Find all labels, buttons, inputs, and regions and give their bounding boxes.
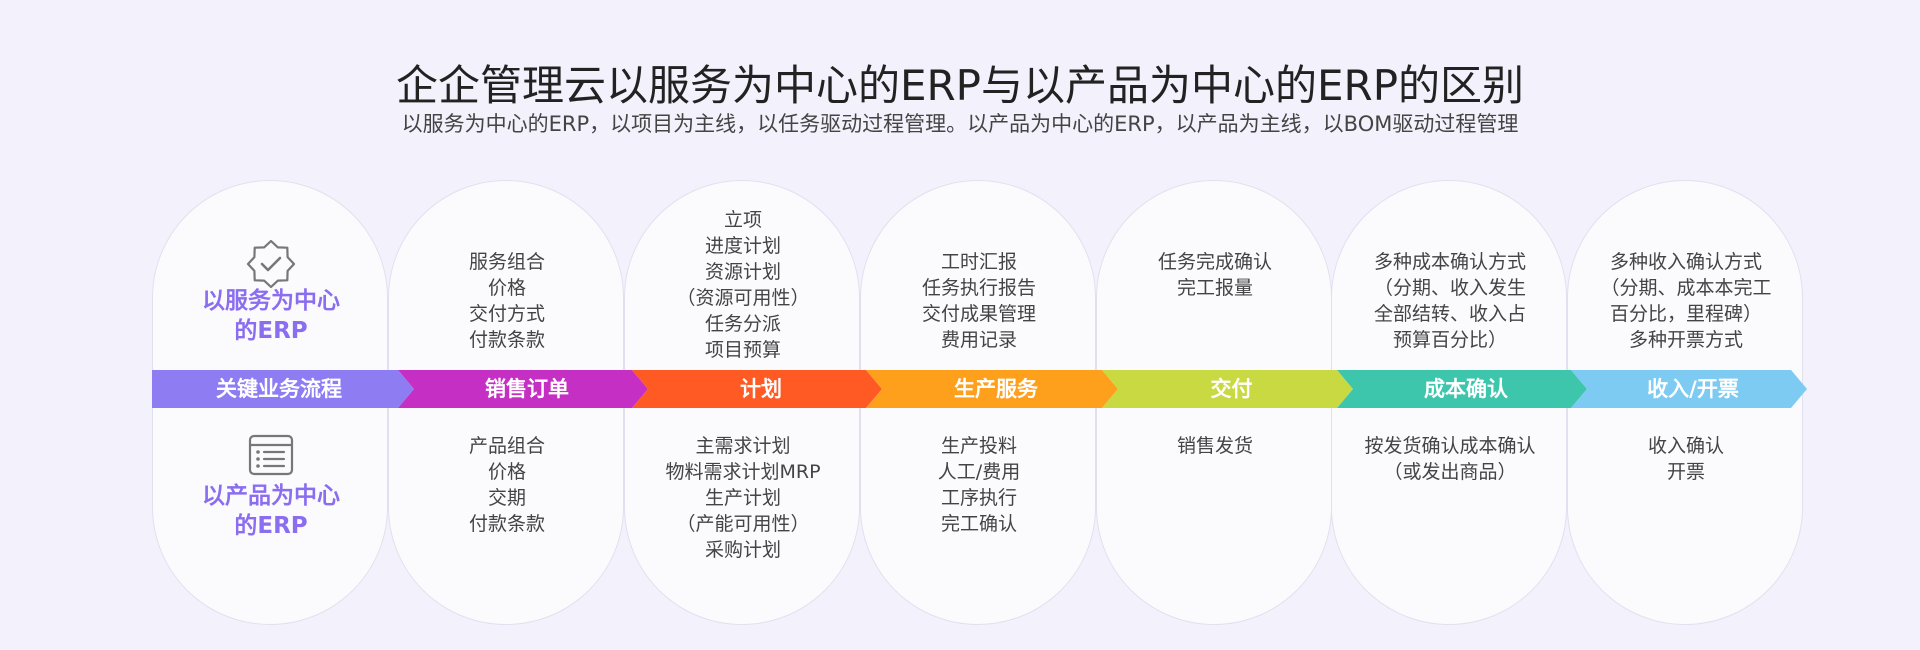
detail-line: 交期 <box>487 487 526 509</box>
badge-check-icon <box>246 239 296 289</box>
detail-line: 工序执行 <box>940 487 1017 509</box>
process-stage-label: 计划 <box>740 377 782 401</box>
detail-line: 人工/费用 <box>937 461 1021 483</box>
page-title: 企企管理云以服务为中心的ERP与以产品为中心的ERP的区别 <box>395 61 1525 110</box>
detail-line: 全部结转、收入占 <box>1373 303 1526 325</box>
product-step-details: 产品组合价格交期付款条款 <box>389 433 625 537</box>
process-stage-label: 收入/开票 <box>1647 377 1739 401</box>
process-arrow-segment <box>632 370 882 408</box>
process-arrow-segment <box>398 370 648 408</box>
detail-line: 任务分派 <box>704 313 781 335</box>
service-step-details: 任务完成确认完工报量 <box>1097 249 1333 301</box>
detail-line: （分期、收入发生 <box>1373 277 1526 299</box>
detail-line: 产品组合 <box>468 435 545 457</box>
detail-line: 完工报量 <box>1176 277 1253 299</box>
detail-line: 主需求计划 <box>695 435 791 457</box>
detail-line: 预算百分比） <box>1392 329 1507 351</box>
product-category-icon <box>244 428 298 486</box>
detail-line: 多种成本确认方式 <box>1373 251 1526 273</box>
detail-line: 进度计划 <box>704 235 781 257</box>
process-stage-label: 成本确认 <box>1424 377 1508 401</box>
product-step-details: 收入确认开票 <box>1568 433 1804 485</box>
detail-line: 销售发货 <box>1176 435 1253 457</box>
detail-line: 任务执行报告 <box>921 277 1036 299</box>
category-label-line: 的ERP <box>234 513 308 539</box>
detail-line: 多种开票方式 <box>1628 329 1743 351</box>
service-step-details: 多种成本确认方式 （分期、收入发生全部结转、收入占预算百分比） <box>1332 249 1568 353</box>
product-step-details: 生产投料人工/费用工序执行完工确认 <box>861 433 1097 537</box>
process-arrow-segment <box>1102 370 1353 408</box>
category-label-line: 以服务为中心 <box>202 288 340 314</box>
detail-line: 百分比，里程碑） <box>1609 303 1762 325</box>
process-arrow-segment <box>1571 370 1807 408</box>
page-subtitle: 以服务为中心的ERP，以项目为主线，以任务驱动过程管理。以产品为中心的ERP，以… <box>401 112 1519 136</box>
service-category-icon <box>244 237 298 295</box>
category-label-line: 以产品为中心 <box>202 483 340 509</box>
detail-line: 价格 <box>487 461 526 483</box>
process-stage-label: 交付 <box>1210 377 1253 401</box>
detail-line: 按发货确认成本确认 <box>1364 435 1536 457</box>
detail-line: 任务完成确认 <box>1157 251 1272 273</box>
detail-line: 采购计划 <box>704 539 781 561</box>
process-arrow-segment <box>1337 370 1587 408</box>
service-step-details: 工时汇报任务执行报告交付成果管理费用记录 <box>861 249 1097 353</box>
detail-line: 开票 <box>1666 461 1705 483</box>
detail-line: （产能可用性） <box>676 513 810 535</box>
list-doc-icon <box>248 434 294 476</box>
product-step-details: 主需求计划物料需求计划MRP 生产计划 （产能可用性） 采购计划 <box>625 433 861 563</box>
detail-line: 交付成果管理 <box>921 303 1036 325</box>
service-step-details: 立项进度计划资源计划 （资源可用性） 任务分派项目预算 <box>625 207 861 363</box>
detail-line: 价格 <box>487 277 526 299</box>
product-category-label: 以产品为中心的ERP <box>153 481 389 541</box>
service-step-details: 服务组合价格交付方式付款条款 <box>389 249 625 353</box>
detail-line: 项目预算 <box>704 339 781 361</box>
product-step-details: 按发货确认成本确认 （或发出商品） <box>1332 433 1568 485</box>
detail-line: 物料需求计划MRP <box>665 461 821 483</box>
process-stage-label: 生产服务 <box>954 377 1038 401</box>
detail-line: 服务组合 <box>468 251 545 273</box>
detail-line: 收入确认 <box>1647 435 1724 457</box>
service-category-label: 以服务为中心的ERP <box>153 286 389 346</box>
detail-line: 费用记录 <box>940 329 1017 351</box>
category-label-line: 的ERP <box>234 318 308 344</box>
detail-line: 交付方式 <box>468 303 545 325</box>
process-arrow-segment <box>866 370 1118 408</box>
detail-line: 付款条款 <box>468 329 545 351</box>
detail-line: 资源计划 <box>704 261 781 283</box>
detail-line: 生产投料 <box>940 435 1017 457</box>
detail-line: （资源可用性） <box>676 287 810 309</box>
detail-line: 完工确认 <box>940 513 1017 535</box>
service-step-details: 多种收入确认方式 （分期、成本本完工百分比，里程碑） 多种开票方式 <box>1568 249 1804 353</box>
detail-line: （或发出商品） <box>1383 461 1517 483</box>
process-stage-label: 销售订单 <box>485 377 569 401</box>
detail-line: 工时汇报 <box>940 251 1017 273</box>
detail-line: （分期、成本本完工 <box>1600 277 1772 299</box>
process-stage-label: 关键业务流程 <box>216 377 342 401</box>
detail-line: 多种收入确认方式 <box>1609 251 1762 273</box>
detail-line: 立项 <box>723 209 762 231</box>
detail-line: 付款条款 <box>468 513 545 535</box>
detail-line: 生产计划 <box>704 487 781 509</box>
product-step-details: 销售发货 <box>1097 433 1333 459</box>
process-arrow-segment <box>152 370 414 408</box>
